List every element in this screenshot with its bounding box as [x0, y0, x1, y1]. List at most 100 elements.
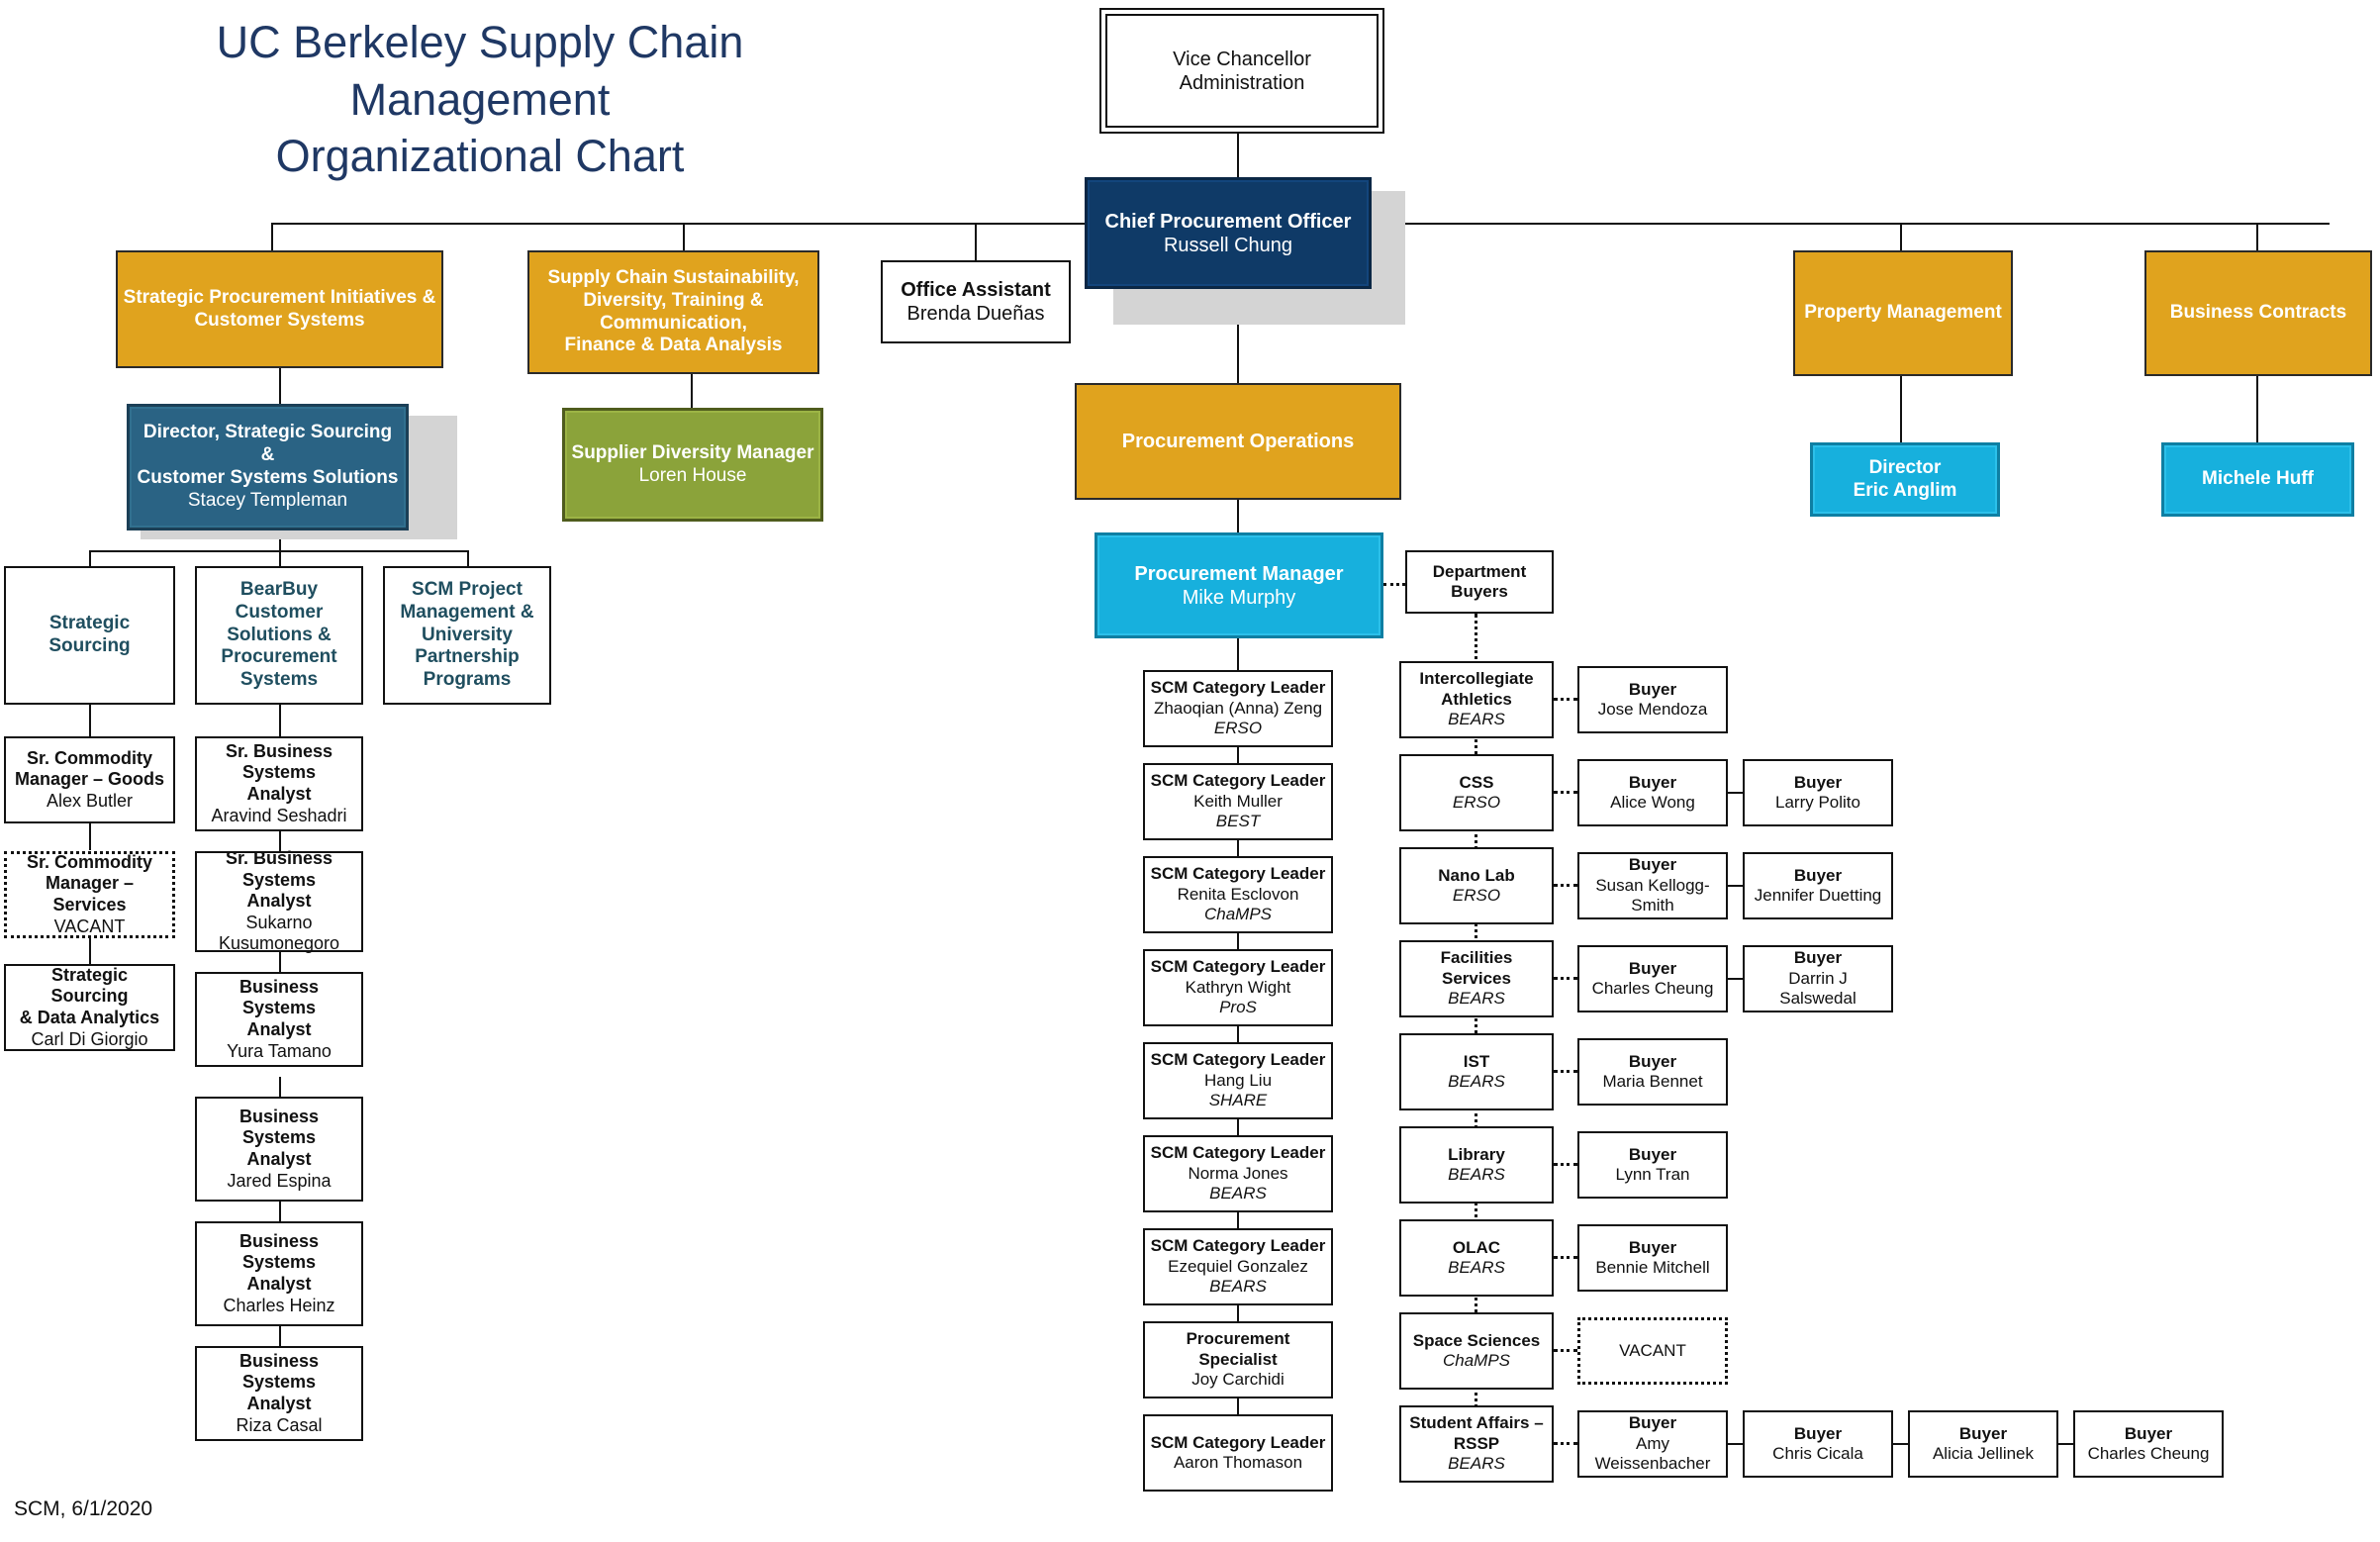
category-leader-3-line1: SCM Category Leader — [1150, 957, 1326, 977]
department-0-line1: Intercollegiate Athletics — [1419, 669, 1534, 709]
department-7-line2: ChaMPS — [1442, 1351, 1511, 1370]
node-group-bearbuy[interactable]: BearBuy Customer Solutions & Procurement… — [195, 566, 363, 705]
node-director-strategic-sourcing[interactable]: Director, Strategic Sourcing & Customer … — [127, 404, 409, 530]
cpo-title: Chief Procurement Officer — [1104, 210, 1352, 233]
connector-buyer-2-0 — [1728, 885, 1745, 887]
node-office-assistant[interactable]: Office Assistant Brenda Dueñas — [881, 260, 1071, 343]
node-department-buyers-header[interactable]: Department Buyers — [1405, 550, 1554, 614]
ss-node-0-line1: Sr. Commodity Manager – Goods — [14, 747, 165, 790]
department-8-line2: BEARS — [1448, 1454, 1505, 1474]
department-5-line2: BEARS — [1448, 1165, 1505, 1184]
buyer-0-0-line1: Buyer — [1628, 679, 1677, 699]
buyer-8-3-line2: Charles Cheung — [2087, 1444, 2210, 1463]
buyer-3-0-line1: Buyer — [1628, 958, 1677, 978]
node-business-contracts-lead[interactable]: Michele Huff — [2161, 442, 2354, 517]
connector-buyer-1-0 — [1728, 792, 1745, 794]
category-leader-0-line1: SCM Category Leader — [1150, 678, 1326, 698]
node-supplier-diversity-manager[interactable]: Supplier Diversity Manager Loren House — [562, 408, 823, 522]
bb-node-1-line1: Sr. Business Systems Analyst — [225, 848, 333, 912]
node-group-strategic-sourcing[interactable]: Strategic Sourcing — [4, 566, 175, 705]
business-contracts-lead-name: Michele Huff — [2202, 468, 2314, 490]
category-leader-0-line3: ERSO — [1213, 719, 1263, 738]
category-leader-5-line1: SCM Category Leader — [1150, 1143, 1326, 1163]
connector-cl-7 — [1237, 1305, 1239, 1327]
connector-cpo-procops — [1237, 289, 1239, 383]
buyer-8-2-line2: Alicia Jellinek — [1932, 1444, 2035, 1463]
buyer-6-0-line1: Buyer — [1628, 1237, 1677, 1257]
connector-dept-2-buyer — [1554, 884, 1577, 887]
sdm-title: Supplier Diversity Manager — [571, 441, 814, 463]
buyer-6-0-line2: Bennie Mitchell — [1595, 1258, 1710, 1277]
node-unit-property-management[interactable]: Property Management — [1793, 250, 2013, 376]
connector-pmgr-cl — [1237, 638, 1239, 670]
page-title: UC Berkeley Supply Chain Management Orga… — [216, 17, 744, 182]
node-vice-chancellor[interactable]: Vice Chancellor Administration — [1099, 8, 1384, 134]
connector-cl-5 — [1237, 1119, 1239, 1141]
category-leader-7-line1: Procurement Specialist — [1186, 1329, 1290, 1369]
node-unit-supply-chain-sustainability[interactable]: Supply Chain Sustainability, Diversity, … — [527, 250, 819, 374]
buyer-7-0[interactable]: VACANT — [1577, 1317, 1728, 1385]
node-chief-procurement-officer[interactable]: Chief Procurement Officer Russell Chung — [1085, 177, 1372, 289]
category-leader-2-line1: SCM Category Leader — [1150, 864, 1326, 884]
bb-node-4-line2: Charles Heinz — [223, 1295, 335, 1315]
footer-caption: SCM, 6/1/2020 — [14, 1497, 153, 1520]
node-unit-strategic-procurement[interactable]: Strategic Procurement Initiatives & Cust… — [116, 250, 443, 368]
node-procurement-manager[interactable]: Procurement Manager Mike Murphy — [1095, 532, 1383, 638]
node-unit-procurement-operations[interactable]: Procurement Operations — [1075, 383, 1401, 500]
vice-chancellor-line2: Administration — [1179, 71, 1305, 94]
category-leader-2-line3: ChaMPS — [1203, 905, 1273, 924]
bb-node-0-line1: Sr. Business Systems Analyst — [225, 740, 333, 804]
node-unit-business-contracts[interactable]: Business Contracts — [2144, 250, 2372, 376]
connector-bb-6 — [279, 1326, 281, 1346]
department-buyers-label: Department Buyers — [1432, 561, 1527, 601]
node-property-director[interactable]: Director Eric Anglim — [1810, 442, 2000, 517]
connector-spi-director — [279, 368, 281, 404]
buyer-8-0-line1: Buyer — [1628, 1413, 1677, 1433]
node-group-scm-project[interactable]: SCM Project Management & University Part… — [383, 566, 551, 705]
vice-chancellor-line1: Vice Chancellor — [1173, 48, 1311, 70]
bb-node-1-line2: Sukarno Kusumonegoro — [218, 912, 340, 954]
